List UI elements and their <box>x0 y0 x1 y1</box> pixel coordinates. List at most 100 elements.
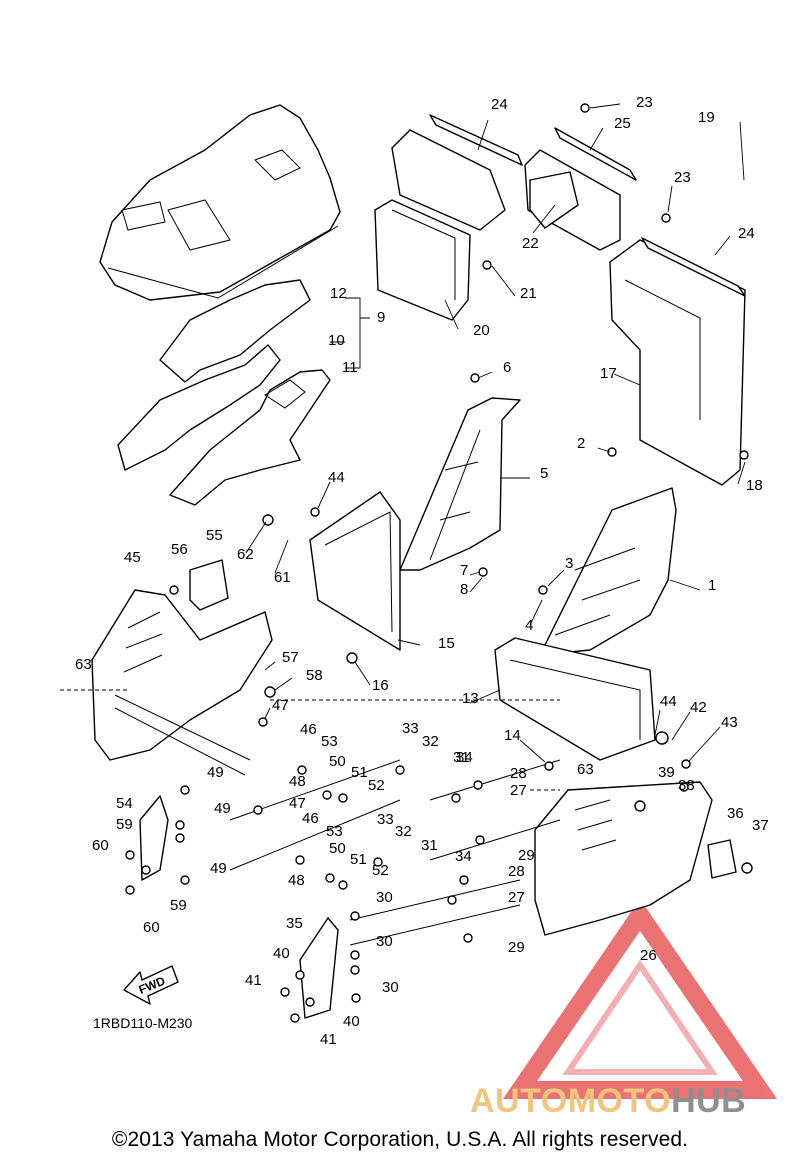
callout-15: 15 <box>438 635 455 652</box>
callout-31: 31 <box>421 837 438 854</box>
callout-46: 46 <box>300 721 317 738</box>
copyright-notice: ©2013 Yamaha Motor Corporation, U.S.A. A… <box>111 1128 689 1151</box>
part-bracket-5 <box>399 397 521 571</box>
callout-45: 45 <box>124 549 141 566</box>
callout-26: 26 <box>640 947 657 964</box>
diagram-code: 1RBD110-M230 <box>93 1015 193 1031</box>
callout-49: 49 <box>214 800 231 817</box>
callout-60: 60 <box>92 837 109 854</box>
callout-17: 17 <box>600 365 617 382</box>
callout-50: 50 <box>329 753 346 770</box>
callout-51: 51 <box>350 851 367 868</box>
callout-9: 9 <box>377 309 385 326</box>
callout-21: 21 <box>520 285 537 302</box>
callout-25: 25 <box>614 115 631 132</box>
callout-51: 51 <box>351 764 368 781</box>
part-side-panel-45 <box>91 559 273 761</box>
callout-56: 56 <box>171 541 188 558</box>
callout-1: 1 <box>708 577 716 594</box>
callout-29: 29 <box>508 939 525 956</box>
callout-13: 13 <box>462 690 479 707</box>
callout-35: 35 <box>286 915 303 932</box>
fwd-arrow-icon: FWD <box>123 965 179 1005</box>
callout-12: 12 <box>330 285 347 302</box>
callout-63: 63 <box>577 761 594 778</box>
watermark-text-part2: HUB <box>671 1082 747 1120</box>
callout-23: 23 <box>674 169 691 186</box>
linkage-rods <box>60 689 561 946</box>
callout-47: 47 <box>272 697 289 714</box>
callout-62: 62 <box>237 546 254 563</box>
callout-41: 41 <box>320 1031 337 1048</box>
callout-49: 49 <box>210 860 227 877</box>
callout-36: 36 <box>727 805 744 822</box>
callout-30: 30 <box>376 889 393 906</box>
callout-29: 29 <box>518 847 535 864</box>
callout-48: 48 <box>288 872 305 889</box>
part-seat-cover <box>99 104 341 301</box>
callout-28: 28 <box>510 765 527 782</box>
callout-59: 59 <box>116 816 133 833</box>
callout-49: 49 <box>207 764 224 781</box>
callout-32: 32 <box>395 823 412 840</box>
callout-numbers: 1234567891011121314151617181920212223232… <box>75 94 769 1048</box>
callout-41: 41 <box>245 972 262 989</box>
callout-52: 52 <box>368 777 385 794</box>
callout-4: 4 <box>525 617 533 634</box>
callout-48: 48 <box>289 773 306 790</box>
callout-40: 40 <box>273 945 290 962</box>
callout-24: 24 <box>491 96 508 113</box>
callout-37: 37 <box>752 817 769 834</box>
part-duct-22-25 <box>524 127 637 251</box>
callout-53: 53 <box>321 733 338 750</box>
callout-50: 50 <box>329 840 346 857</box>
part-panel-17 <box>609 237 746 486</box>
callout-18: 18 <box>746 477 763 494</box>
leader-lines <box>245 103 746 763</box>
callout-40: 40 <box>343 1013 360 1030</box>
callout-34: 34 <box>456 749 473 766</box>
callout-10: 10 <box>328 332 345 349</box>
callout-53: 53 <box>326 823 343 840</box>
callout-43: 43 <box>721 714 738 731</box>
callout-46: 46 <box>302 810 319 827</box>
callout-39: 39 <box>658 764 675 781</box>
callout-28: 28 <box>508 863 525 880</box>
part-side-panel-26 <box>534 781 737 936</box>
callout-20: 20 <box>473 322 490 339</box>
callout-24: 24 <box>738 225 755 242</box>
callout-57: 57 <box>282 649 299 666</box>
callout-42: 42 <box>690 699 707 716</box>
callout-19: 19 <box>698 109 715 126</box>
callout-2: 2 <box>577 435 585 452</box>
part-box-20 <box>374 114 523 321</box>
callout-44: 44 <box>328 469 345 486</box>
callout-52: 52 <box>372 862 389 879</box>
callout-47: 47 <box>289 795 306 812</box>
callout-23: 23 <box>636 94 653 111</box>
callout-30: 30 <box>382 979 399 996</box>
part-plate-15 <box>309 491 401 651</box>
callout-31: 31 <box>453 749 470 766</box>
callout-33: 33 <box>402 720 419 737</box>
callout-38: 38 <box>678 777 695 794</box>
callout-3: 3 <box>565 555 573 572</box>
callout-7: 7 <box>460 562 468 579</box>
watermark-text-part1: AUTOMOTO <box>470 1082 672 1120</box>
callout-30: 30 <box>376 933 393 950</box>
callout-34: 34 <box>455 848 472 865</box>
callout-33: 33 <box>377 811 394 828</box>
part-bracket-35 <box>299 917 339 1019</box>
part-seat-panels <box>117 279 331 506</box>
callout-6: 6 <box>503 359 511 376</box>
callout-55: 55 <box>206 527 223 544</box>
part-plate-13 <box>494 637 656 761</box>
callout-32: 32 <box>422 733 439 750</box>
callout-16: 16 <box>372 677 389 694</box>
hardware-fasteners <box>125 103 753 1023</box>
watermark-logo <box>502 899 778 1099</box>
callout-60: 60 <box>143 919 160 936</box>
callout-61: 61 <box>274 569 291 586</box>
callout-44: 44 <box>660 693 677 710</box>
